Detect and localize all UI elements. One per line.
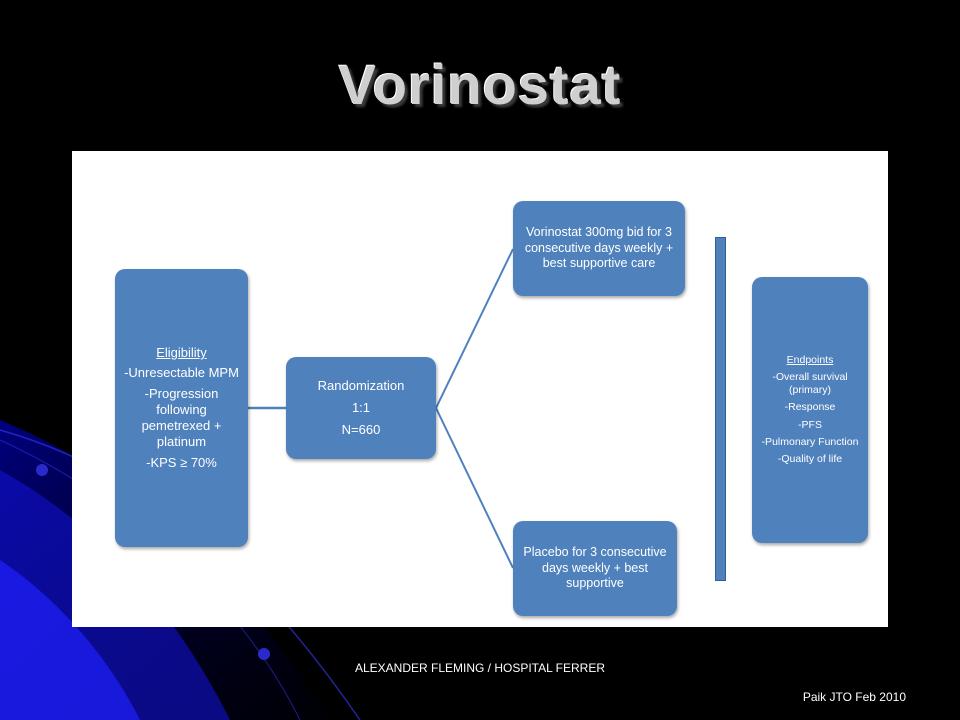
connector-lines <box>248 248 514 569</box>
eligibility-criterion: -KPS ≥ 70% <box>146 454 217 470</box>
endpoint-item: -Response <box>784 401 836 414</box>
placebo-arm-text: Placebo for 3 consecutive days weekly + … <box>523 545 667 591</box>
connector-to-vorinostat-arm <box>435 248 514 409</box>
randomization-sample-size: N=660 <box>341 422 381 438</box>
vertical-divider-bar <box>715 237 726 581</box>
slide-title: Vorinostat <box>338 53 622 116</box>
randomization-label: Randomization <box>317 377 405 393</box>
endpoint-item: -Pulmonary Function <box>761 435 859 448</box>
endpoints-heading: Endpoints <box>786 354 834 367</box>
endpoint-item: -Quality of life <box>777 452 843 465</box>
endpoint-item: -Overall survival (primary) <box>772 371 848 397</box>
randomization-box: Randomization 1:1 N=660 <box>286 357 436 459</box>
eligibility-criterion: -Progression following pemetrexed + plat… <box>141 385 222 450</box>
vorinostat-arm-text: Vorinostat 300mg bid for 3 consecutive d… <box>524 225 674 271</box>
eligibility-heading: Eligibility <box>156 345 207 361</box>
eligibility-box: Eligibility -Unresectable MPM -Progressi… <box>115 269 248 547</box>
vorinostat-arm-box: Vorinostat 300mg bid for 3 consecutive d… <box>513 201 685 296</box>
randomization-ratio: 1:1 <box>351 399 371 415</box>
connector-to-placebo-arm <box>435 407 514 569</box>
eligibility-criterion: -Unresectable MPM <box>124 365 239 381</box>
study-design-diagram: Eligibility -Unresectable MPM -Progressi… <box>72 151 888 627</box>
footer-citation: Paik JTO Feb 2010 <box>802 690 906 704</box>
placebo-arm-box: Placebo for 3 consecutive days weekly + … <box>513 521 677 616</box>
footer-institution: ALEXANDER FLEMING / HOSPITAL FERRER <box>354 661 606 675</box>
endpoints-box: Endpoints -Overall survival (primary) -R… <box>752 277 868 543</box>
endpoint-item: -PFS <box>798 418 822 431</box>
